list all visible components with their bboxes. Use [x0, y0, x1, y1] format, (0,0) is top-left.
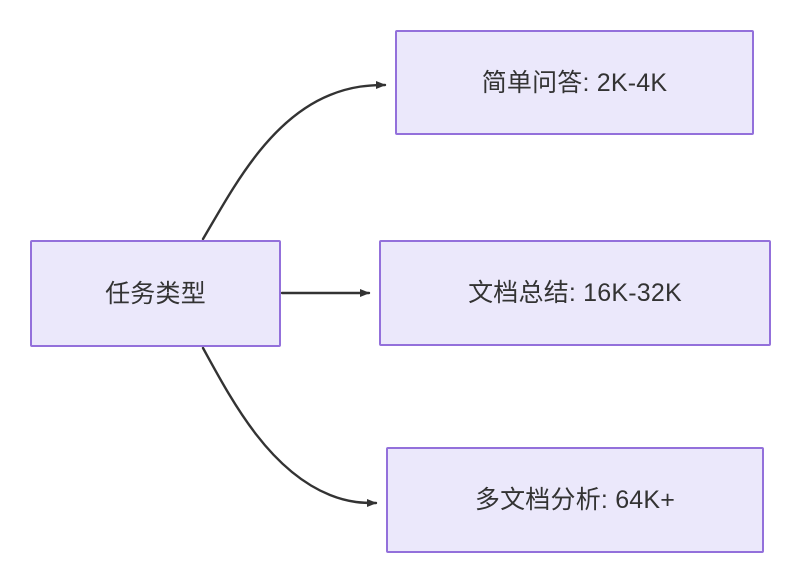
node-multi-doc-analysis-label: 多文档分析: 64K+ [474, 486, 676, 514]
node-multi-doc-analysis[interactable]: 多文档分析: 64K+ [386, 447, 764, 553]
node-simple-qa[interactable]: 简单问答: 2K-4K [395, 30, 754, 135]
node-task-type[interactable]: 任务类型 [30, 240, 281, 347]
edge-to-simple-qa [201, 81, 387, 241]
edge-to-multi-doc-analysis [201, 346, 378, 507]
node-doc-summary[interactable]: 文档总结: 16K-32K [379, 240, 771, 346]
node-simple-qa-label: 简单问答: 2K-4K [481, 68, 668, 97]
node-task-type-label: 任务类型 [105, 279, 206, 308]
node-doc-summary-label: 文档总结: 16K-32K [468, 279, 682, 307]
